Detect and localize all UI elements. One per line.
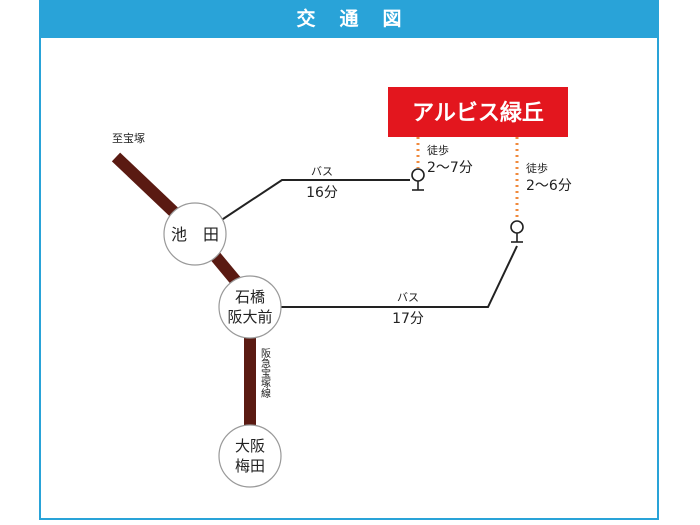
- line-name-label: 阪急宝塚線: [259, 347, 271, 398]
- station-ikeda-label: 池 田: [171, 225, 219, 244]
- bus-mode-label-2: バス: [397, 291, 419, 304]
- station-umeda-label-2: 梅田: [235, 457, 265, 475]
- bus-time-label-2: 17分: [392, 311, 424, 327]
- station-ikeda: [163, 202, 227, 266]
- bus-stop-icon: [510, 220, 524, 243]
- walk-mode-label-1: 徒歩: [427, 143, 449, 157]
- station-ishibashi-label-1: 石橋: [235, 288, 265, 306]
- bus-stop-icon: [411, 168, 425, 191]
- station-ishibashi-label-2: 阪大前: [227, 308, 272, 326]
- walk-mode-label-2: 徒歩: [526, 161, 548, 175]
- station-umeda: [218, 424, 282, 488]
- destination-box: [388, 87, 568, 137]
- station-ishibashi: [218, 275, 282, 339]
- destination-name: アルビス緑丘: [412, 100, 544, 126]
- bus-time-label-1: 16分: [306, 185, 338, 201]
- walk-time-label-2: 2～6分: [526, 178, 572, 194]
- map-title: 交通図: [39, 0, 659, 38]
- map-frame: [39, 0, 659, 520]
- bus-route-ishibashi: [278, 245, 518, 308]
- bus-mode-label-1: バス: [311, 165, 333, 178]
- direction-label: 至宝塚: [112, 131, 145, 145]
- bus-route-ikeda: [216, 179, 410, 224]
- walk-time-label-1: 2～7分: [427, 160, 473, 176]
- station-umeda-label-1: 大阪: [235, 437, 265, 455]
